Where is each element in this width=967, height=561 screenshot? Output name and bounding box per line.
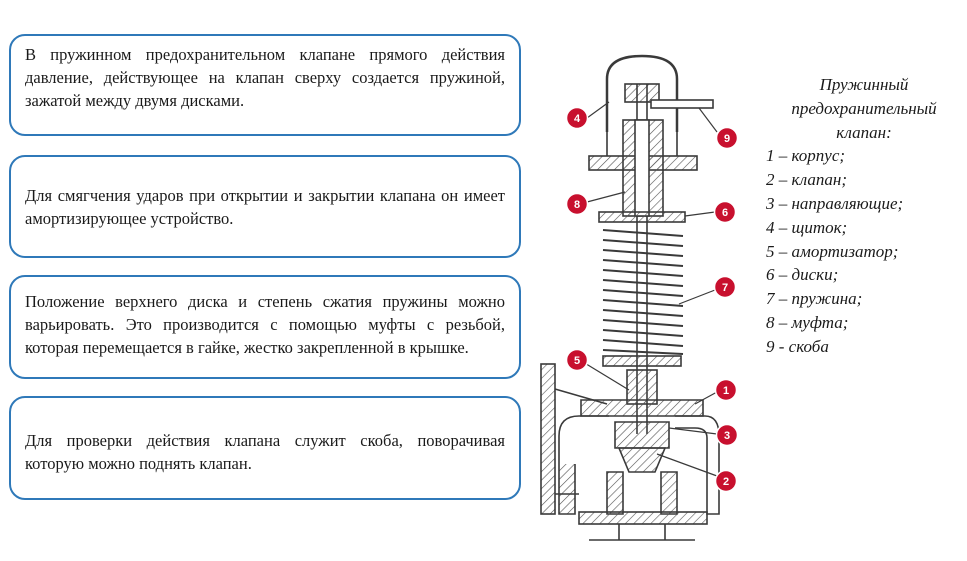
test-lever <box>650 99 714 109</box>
callout-1: 1 <box>714 378 738 402</box>
base-flange <box>578 511 708 525</box>
callout-9: 9 <box>715 126 739 150</box>
legend-item: 2 – клапан; <box>766 170 848 190</box>
callout-6: 6 <box>713 200 737 224</box>
legend-item: 5 – амортизатор; <box>766 241 899 261</box>
valve-disc <box>617 447 667 473</box>
callout-8: 8 <box>565 192 589 216</box>
callout-7: 7 <box>713 275 737 299</box>
inlet-flange <box>540 363 556 515</box>
svg-text:1: 1 <box>723 385 729 397</box>
callout-3: 3 <box>715 423 739 447</box>
legend-item: 9 - скоба <box>766 336 829 356</box>
valve-body <box>558 415 720 515</box>
callout-4: 4 <box>565 106 589 130</box>
description-text: Для проверки действия клапана служит ско… <box>25 431 505 473</box>
description-box-adjustment: Положение верхнего диска и степень сжати… <box>9 275 521 379</box>
svg-text:4: 4 <box>574 113 581 125</box>
legend-item: 7 – пружина; <box>766 289 863 309</box>
legend-item: 4 – щиток; <box>766 217 848 237</box>
spring <box>602 229 684 355</box>
svg-text:8: 8 <box>574 199 580 211</box>
description-text: В пружинном предохранительном клапане пр… <box>25 45 505 110</box>
valve-cross-section-drawing: 4 9 8 6 7 5 1 3 2 <box>540 54 739 541</box>
callout-2: 2 <box>714 469 738 493</box>
damper <box>626 369 658 405</box>
svg-text:7: 7 <box>722 282 728 294</box>
svg-text:5: 5 <box>574 355 580 367</box>
description-box-test-lever: Для проверки действия клапана служит ско… <box>9 396 521 500</box>
svg-text:3: 3 <box>724 430 730 442</box>
description-box-damper: Для смягчения ударов при открытии и закр… <box>9 155 521 258</box>
description-text: Для смягчения ударов при открытии и закр… <box>25 186 505 228</box>
svg-text:6: 6 <box>722 207 728 219</box>
legend-item: 3 – направляющие; <box>766 193 904 213</box>
legend: Пружинный предохранительный клапан: 1 – … <box>766 73 962 359</box>
valve-guides <box>614 421 670 449</box>
svg-text:2: 2 <box>723 476 729 488</box>
legend-item: 1 – корпус; <box>766 146 846 166</box>
legend-item: 6 – диски; <box>766 265 839 285</box>
description-text: Положение верхнего диска и степень сжати… <box>25 292 505 357</box>
nozzle <box>606 471 624 515</box>
cap-dome <box>605 54 679 132</box>
description-box-spring: В пружинном предохранительном клапане пр… <box>9 34 521 136</box>
callout-5: 5 <box>565 348 589 372</box>
lower-disc <box>602 355 682 367</box>
legend-title: Пружинный предохранительный клапан: <box>791 75 937 142</box>
svg-text:9: 9 <box>724 133 730 145</box>
legend-item: 8 – муфта; <box>766 312 849 332</box>
upper-disc <box>598 211 686 223</box>
